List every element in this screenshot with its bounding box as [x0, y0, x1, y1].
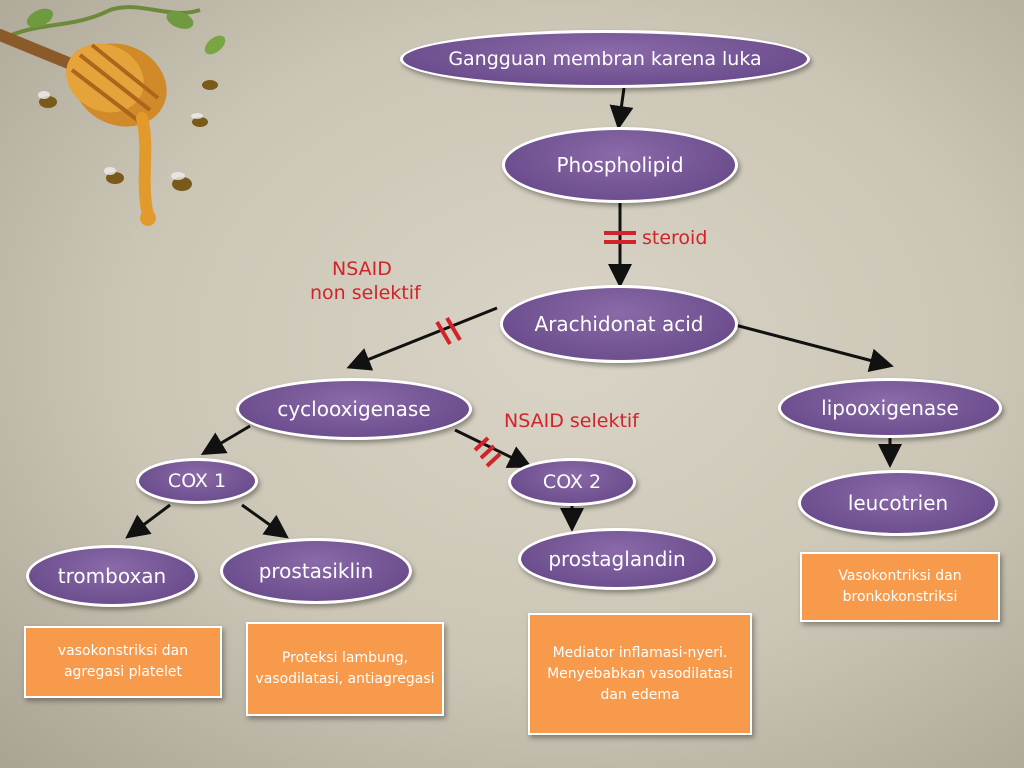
label-nsaid-non-line2: non selektif: [310, 282, 421, 304]
box-tromboxan-effect: vasokonstriksi dan agregasi platelet: [24, 626, 222, 698]
box-prostasiklin-effect: Proteksi lambung, vasodilatasi, antiagre…: [246, 622, 444, 716]
inhibit-nsaid-selektif-1: [473, 436, 490, 452]
arrow-cox1-prostasiklin: [241, 503, 289, 539]
honey-dipper-icon: [0, 5, 226, 226]
inhibit-nsaid-selektif-3: [485, 452, 502, 468]
arrow-cox1-tromboxan: [125, 503, 171, 539]
node-cyclooxigenase: cyclooxigenase: [236, 378, 472, 440]
node-phospholipid: Phospholipid: [502, 127, 738, 203]
inhibit-nsaid-selektif-2: [479, 444, 496, 460]
arrow-arachidonat-lipooxigenase: [734, 323, 894, 373]
box-prostaglandin-effect: Mediator inflamasi-nyeri. Menyebabkan va…: [528, 613, 752, 735]
node-cox1: COX 1: [136, 458, 258, 504]
node-prostaglandin: prostaglandin: [518, 528, 716, 590]
node-prostasiklin: prostasiklin: [220, 538, 412, 604]
box-leucotrien-effect: Vasokontriksi dan bronkokonstriksi: [800, 552, 1000, 622]
label-nsaid-non-line1: NSAID: [332, 258, 392, 280]
inhibit-nsaid-non-2: [445, 316, 462, 342]
bee-icon: [38, 91, 57, 108]
node-gangguan: Gangguan membran karena luka: [400, 30, 810, 88]
arrow-arachidonat-cyclooxigenase: [346, 306, 498, 371]
node-lipooxigenase: lipooxigenase: [778, 378, 1002, 438]
label-steroid: steroid: [642, 227, 708, 249]
node-tromboxan: tromboxan: [26, 545, 198, 607]
node-leucotrien: leucotrien: [798, 470, 998, 536]
inhibit-nsaid-non-1: [435, 320, 452, 346]
node-cox2: COX 2: [508, 458, 636, 506]
label-nsaid-selektif: NSAID selektif: [504, 410, 639, 432]
node-arachidonat: Arachidonat acid: [500, 285, 738, 363]
arrow-gangguan-phospholipid: [609, 87, 634, 130]
arrow-cyclooxigenase-cox1: [200, 424, 251, 456]
